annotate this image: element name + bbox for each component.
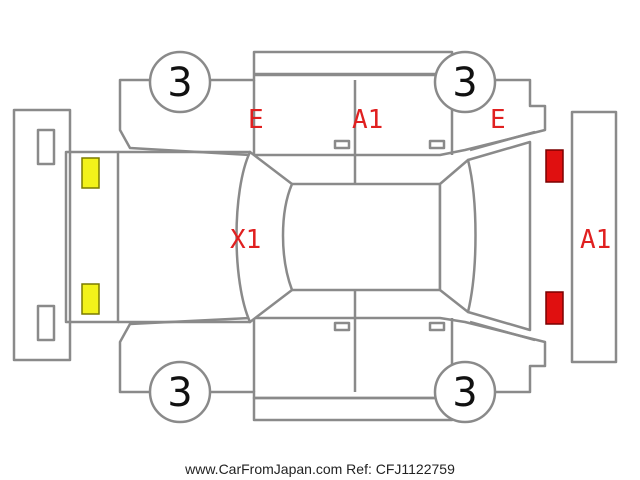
tire-front-right: 3 (148, 360, 212, 424)
tire-rear-left-number: 3 (452, 60, 477, 106)
tire-front-left-number: 3 (167, 60, 192, 106)
roof-panel-bottom (252, 396, 454, 422)
top-body (64, 130, 536, 342)
front-bumper (12, 108, 72, 362)
tire-front-right-number: 3 (167, 370, 192, 416)
footer-ref: Ref: CFJ1122759 (346, 461, 455, 477)
damage-code-left-rear-fender: E (490, 105, 506, 135)
tire-rear-right-number: 3 (452, 370, 477, 416)
damage-code-left-front-fender: E (248, 105, 264, 135)
damage-code-windshield: X1 (230, 225, 261, 255)
footer-website: www.CarFromJapan.com (184, 461, 342, 477)
damage-code-rear-bumper: A1 (580, 225, 611, 255)
roof-panel-top (252, 50, 454, 76)
tire-rear-left: 3 (433, 50, 497, 114)
front-lamp-right (81, 283, 100, 315)
tire-rear-right: 3 (433, 360, 497, 424)
footer-text: www.CarFromJapan.com Ref: CFJ1122759 (184, 461, 455, 477)
damage-code-left-rear-door: A1 (352, 105, 383, 135)
front-lamp-left (81, 157, 100, 189)
rear-lamp-left (545, 149, 564, 183)
left-side-body (118, 73, 547, 185)
rear-bumper (570, 110, 618, 364)
tire-front-left: 3 (148, 50, 212, 114)
rear-lamp-right (545, 291, 564, 325)
